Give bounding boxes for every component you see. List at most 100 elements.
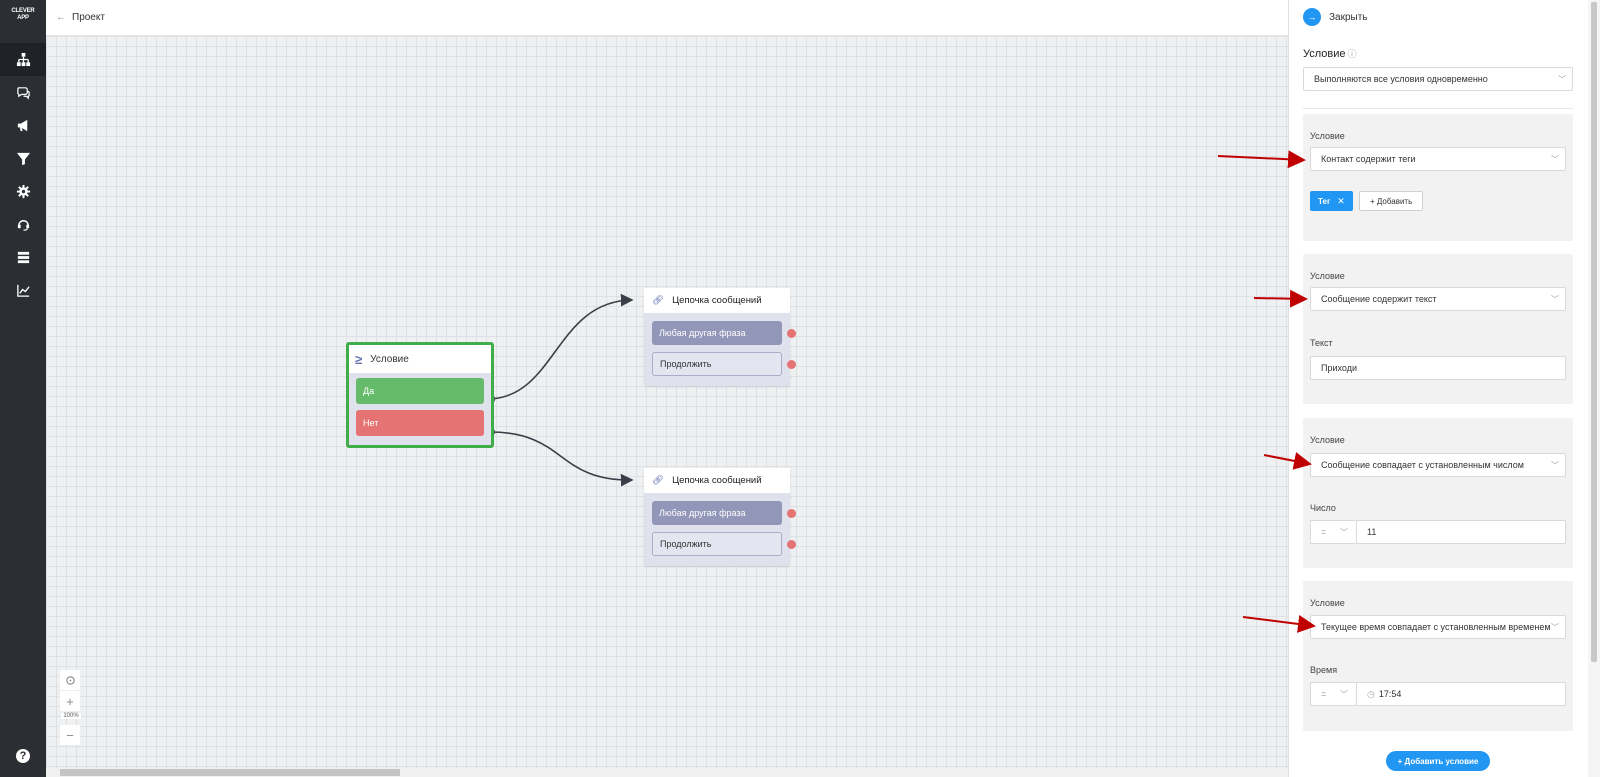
output-port[interactable] <box>787 329 796 338</box>
continue-button[interactable]: Продолжить <box>652 532 782 556</box>
chain-node-title: Цепочка сообщений <box>672 295 762 306</box>
condition-group-3: Условие Сообщение совпадает с установлен… <box>1303 418 1573 568</box>
time-value: 17:54 <box>1378 689 1402 699</box>
flow-canvas[interactable]: ≥ Условие Да Нет 🔗︎ Цепочка сообщений Лю… <box>46 36 1288 768</box>
crosshair-icon <box>65 675 75 685</box>
breadcrumb-project[interactable]: Проект <box>72 12 105 23</box>
text-label: Текст <box>1310 338 1333 348</box>
panel-title-text: Условие <box>1303 48 1346 60</box>
condition-type-select[interactable]: Контакт содержит теги ﹀ <box>1310 147 1566 171</box>
sidebar-item-support[interactable] <box>0 208 46 241</box>
chevron-down-icon: ﹀ <box>1551 155 1559 164</box>
operator-select[interactable]: = ﹀ <box>1310 682 1356 706</box>
operator-value: = <box>1321 689 1327 699</box>
support-icon <box>17 220 29 231</box>
close-icon[interactable]: ✕ <box>1337 195 1345 206</box>
sidebar-item-funnels[interactable] <box>0 142 46 175</box>
chevron-down-icon: ﹀ <box>1558 75 1566 84</box>
condition-node[interactable]: ≥ Условие Да Нет <box>346 342 494 448</box>
condition-yes-branch[interactable]: Да <box>356 378 484 404</box>
chevron-down-icon: ﹀ <box>1551 295 1559 304</box>
scrollbar-thumb[interactable] <box>1591 2 1597 662</box>
condition-type-select[interactable]: Сообщение содержит текст ﹀ <box>1310 287 1566 311</box>
tag-chip[interactable]: Тег ✕ <box>1310 191 1353 211</box>
scrollbar-thumb[interactable] <box>60 769 400 776</box>
back-arrow-icon[interactable]: ← <box>56 12 66 23</box>
number-input[interactable]: 11 <box>1356 520 1566 544</box>
operator-value: = <box>1321 527 1327 537</box>
chat-icon <box>16 87 30 100</box>
condition-type-value: Сообщение совпадает с установленным числ… <box>1321 460 1524 470</box>
condition-label: Условие <box>1310 271 1345 281</box>
output-port[interactable] <box>787 540 796 549</box>
condition-mode-select[interactable]: Выполняются все условия одновременно ﹀ <box>1303 67 1573 91</box>
chain-node-header: 🔗︎ Цепочка сообщений <box>644 288 790 313</box>
condition-group-1: Условие Контакт содержит теги ﹀ Тег ✕ + Д… <box>1303 114 1573 241</box>
chevron-down-icon: ﹀ <box>1551 623 1559 632</box>
sidebar-item-analytics[interactable] <box>0 274 46 307</box>
continue-button[interactable]: Продолжить <box>652 352 782 376</box>
clock-icon: ◷ <box>1367 688 1375 699</box>
sidebar-item-database[interactable] <box>0 241 46 274</box>
left-sidebar: CLEVER APP ? <box>0 0 46 777</box>
condition-icon: ≥ <box>355 351 363 367</box>
condition-label: Условие <box>1310 598 1345 608</box>
sidebar-item-broadcasts[interactable] <box>0 109 46 142</box>
zoom-level: 100% <box>61 713 81 719</box>
condition-label: Условие <box>1310 435 1345 445</box>
condition-label: Условие <box>1310 131 1345 141</box>
zoom-out-button[interactable]: − <box>60 725 80 745</box>
condition-type-value: Сообщение содержит текст <box>1321 294 1437 304</box>
connection-yes <box>489 293 634 400</box>
message-chain-node-1[interactable]: 🔗︎ Цепочка сообщений Любая другая фраза … <box>644 288 796 386</box>
operator-select[interactable]: = ﹀ <box>1310 520 1356 544</box>
tag-label: Тег <box>1318 196 1331 206</box>
text-input[interactable]: Приходи <box>1310 356 1566 380</box>
filter-icon <box>16 152 30 166</box>
logo[interactable]: CLEVER APP <box>0 8 46 22</box>
horizontal-scrollbar[interactable] <box>46 768 1288 777</box>
condition-node-title: Условие <box>370 353 409 365</box>
gear-icon <box>16 184 30 199</box>
chain-node-header: 🔗︎ Цепочка сообщений <box>644 468 790 493</box>
info-icon[interactable]: ⓘ <box>1347 49 1357 59</box>
any-phrase-button[interactable]: Любая другая фраза <box>652 501 782 525</box>
condition-group-2: Условие Сообщение содержит текст ﹀ Текст… <box>1303 254 1573 404</box>
time-input[interactable]: ◷ 17:54 <box>1356 682 1566 706</box>
chart-icon <box>16 284 30 297</box>
close-label: Закрыть <box>1329 11 1368 23</box>
output-port[interactable] <box>787 360 796 369</box>
link-icon: 🔗︎ <box>652 295 665 306</box>
arrow-right-icon: → <box>1303 8 1321 26</box>
center-view-button[interactable] <box>60 670 80 690</box>
sidebar-item-settings[interactable] <box>0 175 46 208</box>
add-tag-button[interactable]: + Добавить <box>1359 191 1424 211</box>
sidebar-item-chats[interactable] <box>0 76 46 109</box>
output-port[interactable] <box>787 509 796 518</box>
connections-layer <box>485 293 634 487</box>
chevron-down-icon: ﹀ <box>1551 461 1559 470</box>
condition-type-select[interactable]: Сообщение совпадает с установленным числ… <box>1310 453 1566 477</box>
database-icon <box>17 251 29 264</box>
condition-no-branch[interactable]: Нет <box>356 410 484 436</box>
divider <box>1303 108 1573 109</box>
help-icon[interactable]: ? <box>16 749 30 763</box>
message-chain-node-2[interactable]: 🔗︎ Цепочка сообщений Любая другая фраза … <box>644 468 796 566</box>
condition-group-4: Условие Текущее время совпадает с устано… <box>1303 581 1573 731</box>
condition-mode-value: Выполняются все условия одновременно <box>1314 74 1488 84</box>
any-phrase-button[interactable]: Любая другая фраза <box>652 321 782 345</box>
add-condition-button[interactable]: + Добавить условие <box>1386 751 1490 771</box>
chevron-down-icon: ﹀ <box>1340 690 1348 699</box>
sidebar-item-flows[interactable] <box>0 43 46 76</box>
link-icon: 🔗︎ <box>652 475 665 486</box>
chevron-down-icon: ﹀ <box>1340 528 1348 537</box>
vertical-scrollbar[interactable] <box>1588 0 1600 777</box>
time-label: Время <box>1310 665 1338 675</box>
condition-type-value: Контакт содержит теги <box>1321 154 1416 164</box>
close-button[interactable]: → Закрыть <box>1303 8 1368 26</box>
condition-type-select[interactable]: Текущее время совпадает с установленным … <box>1310 615 1566 639</box>
zoom-in-button[interactable]: + <box>60 691 80 711</box>
sitemap-icon <box>16 52 30 67</box>
